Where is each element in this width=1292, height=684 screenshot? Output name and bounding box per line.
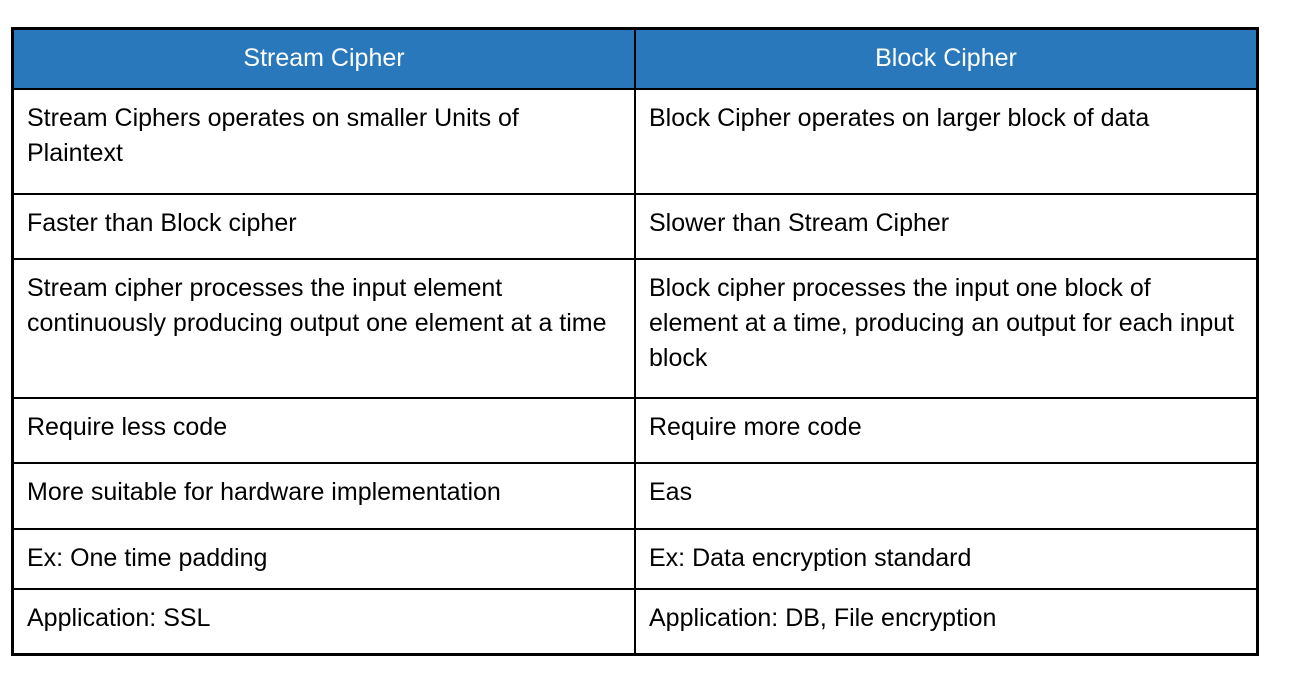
table-row: Application: SSL Application: DB, File e… [11,587,1259,656]
cell-stream-application: Application: SSL [11,587,636,656]
cell-block-processing: Block cipher processes the input one blo… [634,257,1259,399]
cell-block-code: Require more code [634,396,1259,464]
cell-block-units: Block Cipher operates on larger block of… [634,87,1259,195]
table-row: Stream cipher processes the input elemen… [11,257,1259,399]
cell-stream-hardware: More suitable for hardware implementatio… [11,461,636,530]
cipher-comparison-table: Stream Cipher Block Cipher Stream Cipher… [11,27,1259,656]
cell-stream-example: Ex: One time padding [11,527,636,590]
header-block-cipher: Block Cipher [634,27,1259,90]
table-row: Ex: One time padding Ex: Data encryption… [11,527,1259,590]
cell-stream-processing: Stream cipher processes the input elemen… [11,257,636,399]
table-row: Stream Ciphers operates on smaller Units… [11,87,1259,195]
cell-block-hardware: Eas [634,461,1259,530]
table-row: Require less code Require more code [11,396,1259,464]
header-row: Stream Cipher Block Cipher [11,27,1259,90]
table-row: More suitable for hardware implementatio… [11,461,1259,530]
cell-stream-units: Stream Ciphers operates on smaller Units… [11,87,636,195]
table-row: Faster than Block cipher Slower than Str… [11,192,1259,260]
cell-block-speed: Slower than Stream Cipher [634,192,1259,260]
cell-block-application: Application: DB, File encryption [634,587,1259,656]
cell-stream-speed: Faster than Block cipher [11,192,636,260]
cell-block-example: Ex: Data encryption standard [634,527,1259,590]
cell-stream-code: Require less code [11,396,636,464]
header-stream-cipher: Stream Cipher [11,27,636,90]
